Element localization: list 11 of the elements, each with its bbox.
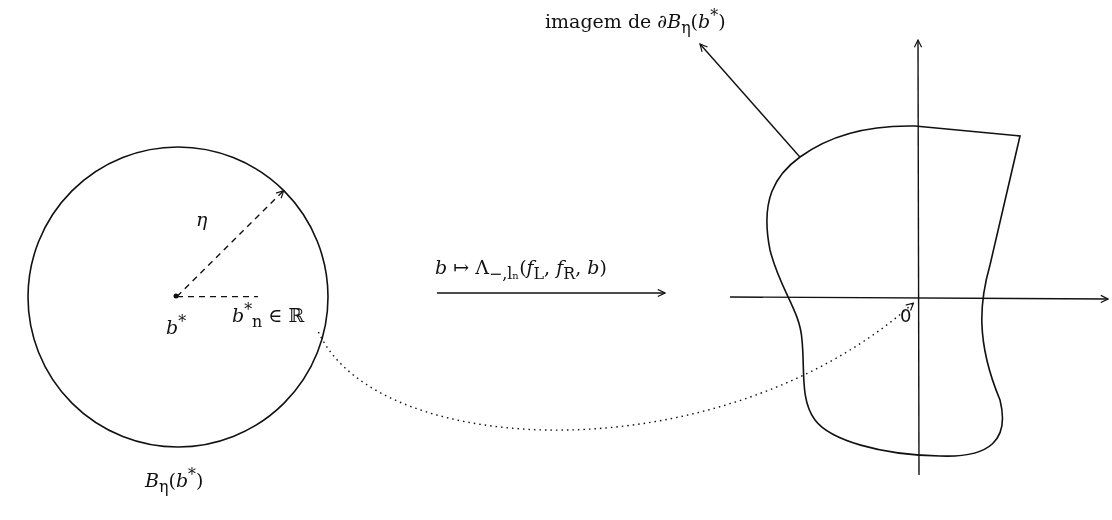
map-formula: b ↦ Λ$_{−,lₙ}$(f$_{L}$, f$_{R}$, b) <box>435 256 607 283</box>
point-label: b$^{*}$$_{n}$ ∈ ℝ <box>232 300 328 332</box>
arrow <box>317 302 915 431</box>
center-point-label: b$^{*}$ <box>160 292 194 338</box>
arrow <box>699 43 801 158</box>
callout-text: imagem de ∂B$_{η}$(b$^{*}$) <box>545 6 795 44</box>
node-label: B$_{η}$(b$^{*}$) <box>145 465 204 497</box>
connector-line <box>176 295 259 298</box>
arrow <box>176 189 285 298</box>
ball-circle <box>27 145 329 449</box>
point-label: 0 <box>900 303 918 327</box>
